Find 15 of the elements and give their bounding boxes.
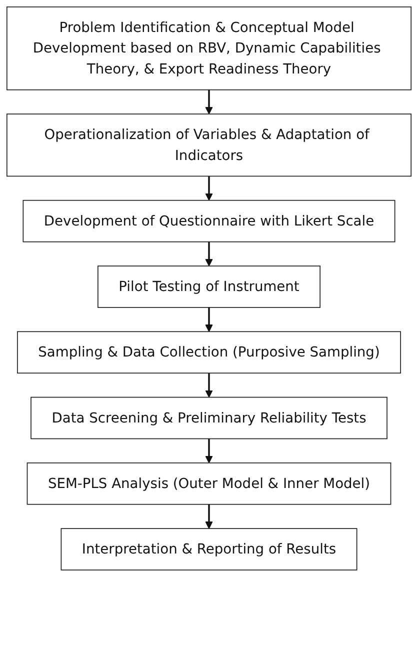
arrow <box>205 90 213 114</box>
node-box: Sampling & Data Collection (Purposive Sampling) <box>17 331 401 374</box>
arrow <box>205 373 213 398</box>
arrow <box>205 307 213 332</box>
node-box: Development of Questionnaire with Likert Scale <box>22 200 396 242</box>
node-box: Operationalization of Variables & Adaptation of Indicators <box>6 114 412 177</box>
node-box: Pilot Testing of Instrument <box>98 266 320 308</box>
node-box: Interpretation & Reporting of Results <box>60 528 358 570</box>
node-box: Problem Identification & Conceptual Model Development based on RBV, Dynamic Capabilities Theory, & Export Readiness Theory <box>6 6 412 90</box>
arrow <box>205 242 213 266</box>
arrow <box>205 504 213 529</box>
arrow <box>205 176 213 201</box>
node-box: SEM-PLS Analysis (Outer Model & Inner Model) <box>26 462 392 505</box>
arrow <box>205 438 213 464</box>
node-box: Data Screening & Preliminary Reliability Tests <box>30 396 388 440</box>
